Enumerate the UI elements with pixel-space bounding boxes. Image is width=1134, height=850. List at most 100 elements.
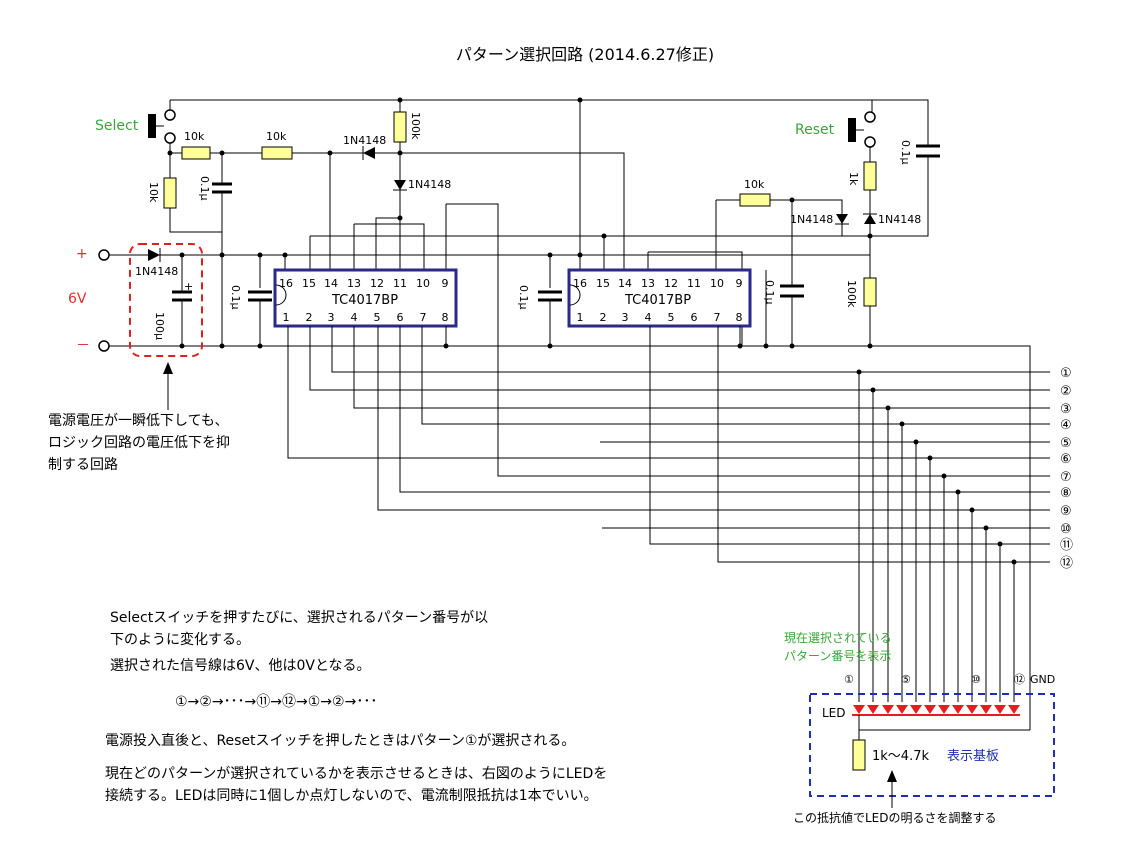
svg-text:1: 1 (283, 311, 290, 324)
plus-label: + (76, 246, 88, 262)
svg-text:9: 9 (442, 277, 449, 290)
svg-text:⑧: ⑧ (1060, 486, 1072, 501)
svg-text:14: 14 (324, 277, 338, 290)
resistor-100k-right-label: 100k (845, 280, 858, 308)
cap-01u-a-label: 0.1μ (198, 176, 211, 201)
diode-power (148, 249, 160, 261)
reset-switch (848, 118, 856, 142)
resistor-10k-a-label: 10k (184, 130, 205, 143)
display-pin-5: ⑤ (901, 673, 911, 686)
svg-text:5: 5 (374, 311, 381, 324)
svg-text:⑤: ⑤ (1060, 436, 1072, 451)
resistor-10k-b-label: 10k (266, 130, 287, 143)
diode-power-label: 1N4148 (135, 265, 178, 278)
display-caption-2: パターン番号を表示 (784, 649, 891, 663)
display-pin-12: ⑫ (1014, 673, 1025, 686)
svg-text:7: 7 (420, 311, 427, 324)
svg-text:6: 6 (691, 311, 698, 324)
svg-text:15: 15 (596, 277, 610, 290)
desc-line-2: 下のように変化する。 (110, 631, 250, 648)
resistor-100k-right (863, 277, 877, 307)
output-labels: ① ② ③ ④ ⑤ ⑥ ⑦ ⑧ ⑨ ⑩ ⑪ ⑫ (1060, 366, 1073, 571)
svg-text:1: 1 (577, 311, 584, 324)
diode-d-label: 1N4148 (878, 213, 921, 226)
desc-line-5: 現在どのパターンが選択されているかを表示させるときは、右図のようにLEDを (105, 766, 607, 782)
led-label: LED (822, 706, 846, 720)
cap-01u-e-label: 0.1μ (763, 280, 776, 305)
chip-2 (567, 268, 752, 328)
power-note-2: ロジック回路の電圧低下を抑 (48, 435, 230, 451)
diode-c (836, 214, 848, 224)
resistor-10k-right (739, 193, 771, 207)
svg-text:⑦: ⑦ (1060, 470, 1072, 485)
svg-text:①: ① (1060, 366, 1072, 381)
display-pin-10: ⑩ (971, 673, 981, 686)
svg-text:⑪: ⑪ (1060, 538, 1073, 553)
svg-text:⑨: ⑨ (1060, 504, 1072, 519)
desc-sequence: ①→②→･･･→⑪→⑫→①→②→･･･ (175, 694, 377, 710)
display-board-label: 表示基板 (947, 749, 999, 764)
svg-text:12: 12 (370, 277, 384, 290)
svg-text:⑫: ⑫ (1060, 556, 1073, 571)
plus-terminal (98, 249, 110, 261)
select-label: Select (95, 118, 139, 134)
svg-text:11: 11 (393, 277, 407, 290)
resistor-1k-label: 1k (847, 172, 860, 186)
chip-1-top-pins: 16 15 14 13 12 11 10 9 (279, 277, 449, 290)
desc-line-3: 選択された信号線は6V、他は0Vとなる。 (110, 658, 371, 674)
chip-1 (273, 268, 458, 328)
svg-text:7: 7 (714, 311, 721, 324)
svg-text:⑩: ⑩ (1060, 522, 1072, 537)
svg-text:4: 4 (645, 311, 652, 324)
resistor-10k-right-label: 10k (744, 178, 765, 191)
desc-line-4: 電源投入直後と、Resetスイッチを押したときはパターン①が選択される。 (105, 732, 575, 749)
chip-1-bottom-pins: 1 2 3 4 5 6 7 8 (283, 311, 449, 324)
svg-text:13: 13 (641, 277, 655, 290)
display-board-box (809, 693, 1055, 797)
svg-text:10: 10 (710, 277, 724, 290)
svg-text:10: 10 (416, 277, 430, 290)
display-caption-1: 現在選択されている (784, 631, 892, 645)
svg-text:3: 3 (328, 311, 335, 324)
resistor-100k-top (393, 111, 407, 143)
power-note-3: 制する回路 (48, 457, 118, 473)
svg-text:⑥: ⑥ (1060, 452, 1072, 467)
svg-text:③: ③ (1060, 402, 1072, 417)
chip-1-name: TC4017BP (331, 293, 398, 308)
led-array (852, 705, 1020, 716)
junction-dots (167, 97, 873, 349)
chip-2-top-pins: 16 15 14 13 12 11 10 9 (573, 277, 743, 290)
reset-label: Reset (795, 122, 835, 138)
diode-b-label: 1N4148 (408, 178, 451, 191)
display-pin-1: ① (844, 673, 854, 686)
resistor-10k-v-label: 10k (147, 182, 160, 203)
negative-rail (104, 345, 1031, 372)
display-resistor (852, 739, 866, 771)
cap-01u-b-label: 0.1μ (229, 285, 242, 310)
resistor-1k (863, 161, 877, 191)
voltage-label: 6V (68, 291, 87, 307)
svg-text:②: ② (1060, 384, 1072, 399)
svg-text:4: 4 (351, 311, 358, 324)
svg-text:④: ④ (1060, 418, 1072, 433)
svg-text:15: 15 (302, 277, 316, 290)
select-switch (148, 114, 156, 138)
svg-text:2: 2 (600, 311, 607, 324)
cap-01u-c-label: 0.1μ (517, 285, 530, 310)
svg-text:6: 6 (397, 311, 404, 324)
output-taps (600, 369, 1050, 730)
svg-text:8: 8 (442, 311, 449, 324)
minus-terminal (98, 340, 110, 352)
diagram-title: パターン選択回路 (2014.6.27修正) (456, 45, 714, 64)
power-protection-box (129, 243, 203, 357)
svg-text:8: 8 (736, 311, 743, 324)
diode-a-label: 1N4148 (343, 134, 386, 147)
svg-text:9: 9 (736, 277, 743, 290)
diode-b (394, 180, 406, 190)
svg-text:5: 5 (668, 311, 675, 324)
desc-line-1: Selectスイッチを押すたびに、選択されるパターン番号が以 (110, 610, 488, 626)
svg-text:3: 3 (622, 311, 629, 324)
cap-01u-d-label: 0.1μ (899, 140, 912, 165)
